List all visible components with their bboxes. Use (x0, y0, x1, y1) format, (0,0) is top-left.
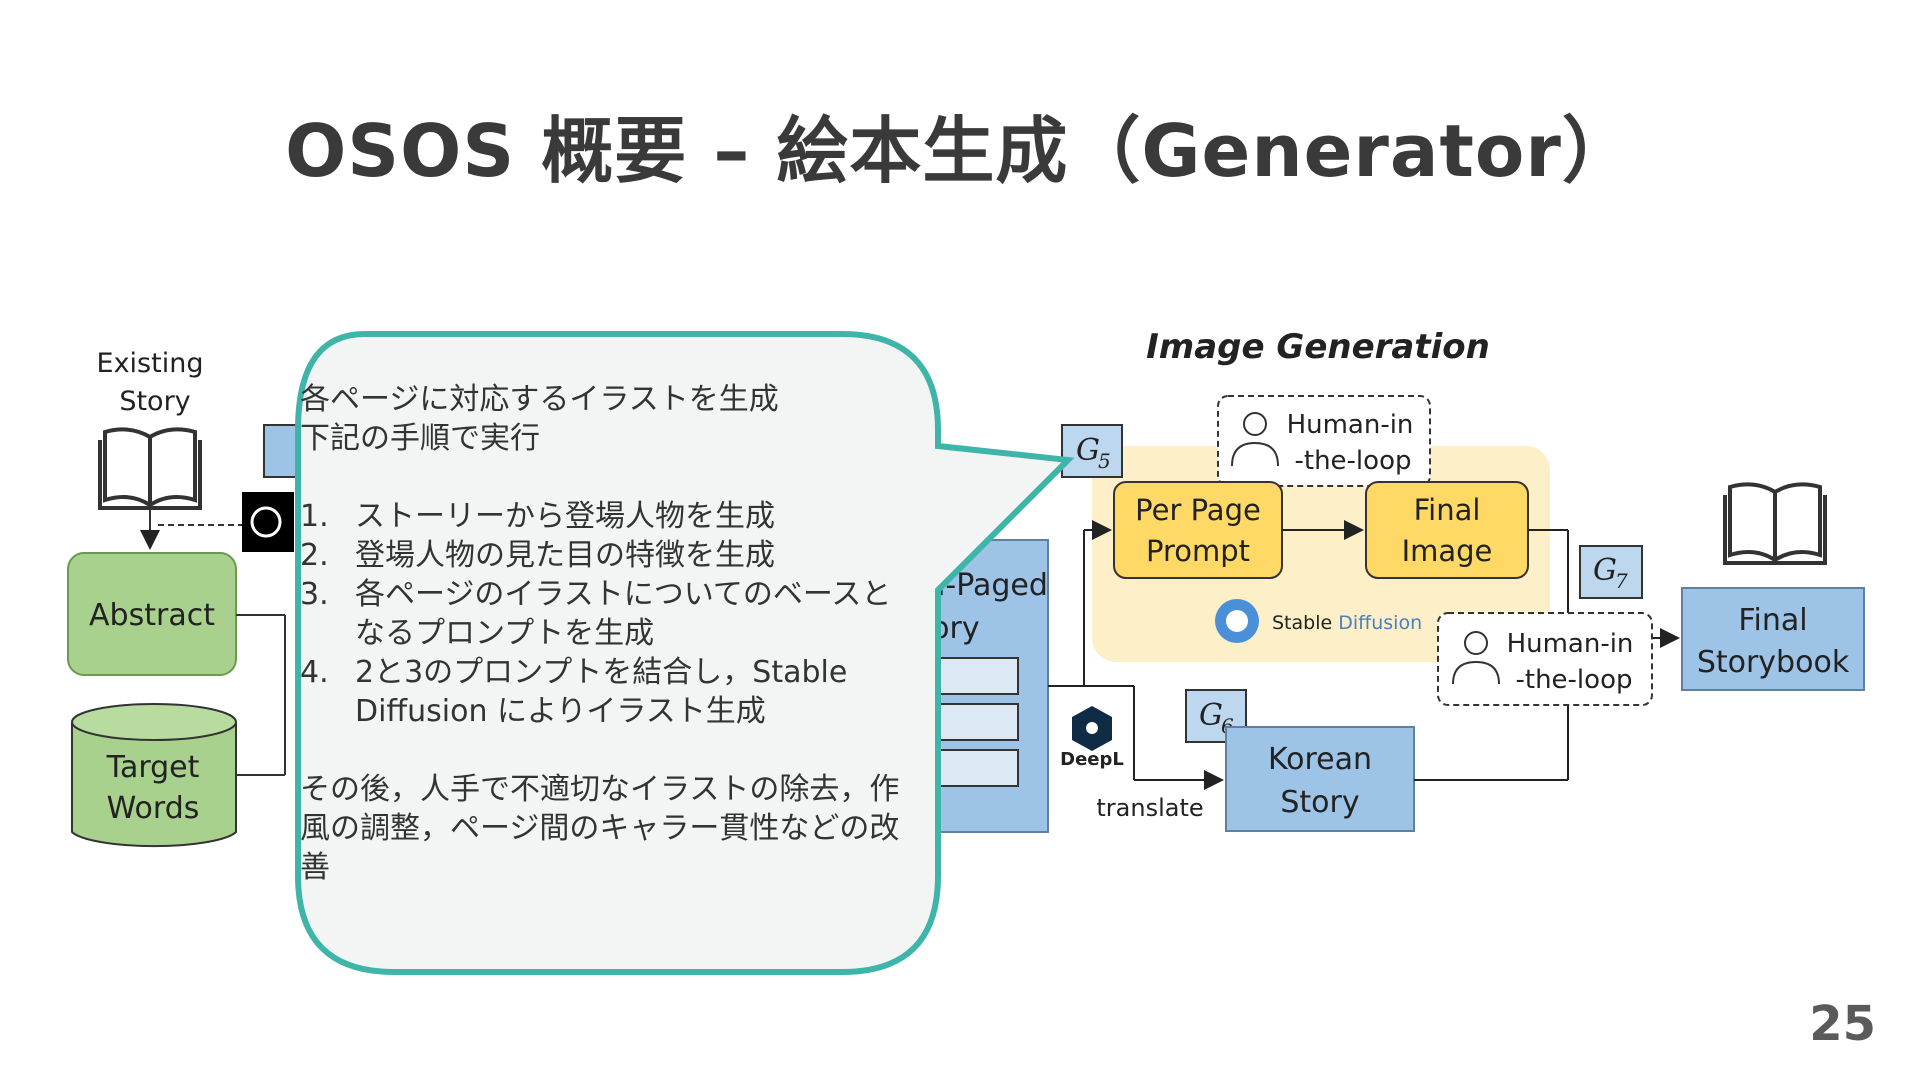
book-icon (98, 427, 202, 510)
existing-story-label-1: Existing (97, 348, 204, 379)
step-number: 1. (300, 499, 329, 534)
g7-sub: 7 (1615, 569, 1628, 593)
g7-letter: G (1593, 553, 1617, 588)
step-number: 4. (300, 655, 329, 690)
diffusion-label: Diffusion (1338, 612, 1422, 634)
deepl-label: DeepL (1060, 749, 1124, 770)
g5-sub: 5 (1098, 449, 1111, 473)
callout-text: 各ページに対応するイラストを生成 下記の手順で実行 1. ストーリーから登場人物を… (300, 380, 910, 887)
g7-tag (1579, 545, 1643, 599)
step-item: 4. 2と3のプロンプトを結合し，Stable Diffusion によりイラスト… (300, 653, 910, 731)
translate-label: translate (1096, 794, 1203, 822)
slide-title: OSOS 概要 – 絵本生成（Generator） (285, 109, 1635, 193)
korean-story-label-2: Story (1280, 785, 1359, 820)
book-icon (1723, 482, 1827, 565)
korean-story-label-1: Korean (1268, 742, 1372, 777)
step-item: 2. 登場人物の見た目の特徴を生成 (300, 536, 910, 575)
final-image-label-1: Final (1414, 493, 1481, 527)
callout-outro: その後，人手で不適切なイラストの除去，作風の調整，ページ間のキャラー貫性などの改… (300, 772, 900, 885)
human-in-loop-top (1217, 395, 1431, 487)
final-image-label-2: Image (1402, 534, 1493, 568)
human-loop-top-2: -the-loop (1295, 446, 1412, 476)
per-page-prompt-label-2: Prompt (1146, 534, 1250, 568)
step-text: 各ページのイラストについてのベースとなるプロンプトを生成 (355, 577, 892, 651)
callout-bubble (295, 331, 1075, 975)
g5-letter: G (1076, 433, 1100, 468)
page-number: 25 (1809, 996, 1876, 1052)
g5-tag (1061, 424, 1123, 478)
step-number: 3. (300, 577, 329, 612)
human-loop-bottom-1: Human-in (1507, 629, 1634, 659)
step-number: 2. (300, 538, 329, 573)
step-text: ストーリーから登場人物を生成 (355, 499, 775, 534)
openai-logo (242, 492, 294, 552)
target-words-label-1: Target (106, 750, 200, 785)
callout-intro-1: 各ページに対応するイラストを生成 (300, 382, 779, 417)
human-in-loop-bottom (1437, 612, 1653, 706)
step-text: 2と3のプロンプトを結合し，Stable Diffusion によりイラスト生成 (355, 655, 848, 729)
final-storybook-box (1681, 587, 1865, 691)
person-icon (1231, 412, 1279, 467)
target-words-label-2: Words (107, 791, 200, 826)
per-page-prompt-label-1: Per Page (1135, 493, 1261, 527)
abstract-label: Abstract (89, 598, 215, 633)
step-text: 登場人物の見た目の特徴を生成 (355, 538, 775, 573)
image-generation-title: Image Generation (1146, 327, 1490, 367)
step-item: 3. 各ページのイラストについてのベースとなるプロンプトを生成 (300, 575, 910, 653)
g6-letter: G (1199, 698, 1223, 733)
step-list: 1. ストーリーから登場人物を生成 2. 登場人物の見た目の特徴を生成 3. 各ページ… (300, 497, 910, 731)
step-item: 1. ストーリーから登場人物を生成 (300, 497, 910, 536)
final-storybook-label-2: Storybook (1697, 645, 1850, 680)
final-storybook-label-1: Final (1738, 603, 1807, 638)
svg-text:Stable Diffusion: Stable Diffusion (1272, 612, 1422, 634)
human-loop-bottom-2: -the-loop (1516, 665, 1633, 695)
callout-intro-2: 下記の手順で実行 (300, 421, 540, 456)
stable-label: Stable (1272, 612, 1332, 634)
existing-story-label-2: Story (119, 386, 190, 417)
target-words-cylinder (71, 703, 237, 848)
person-icon (1452, 631, 1500, 685)
human-loop-top-1: Human-in (1287, 410, 1414, 440)
